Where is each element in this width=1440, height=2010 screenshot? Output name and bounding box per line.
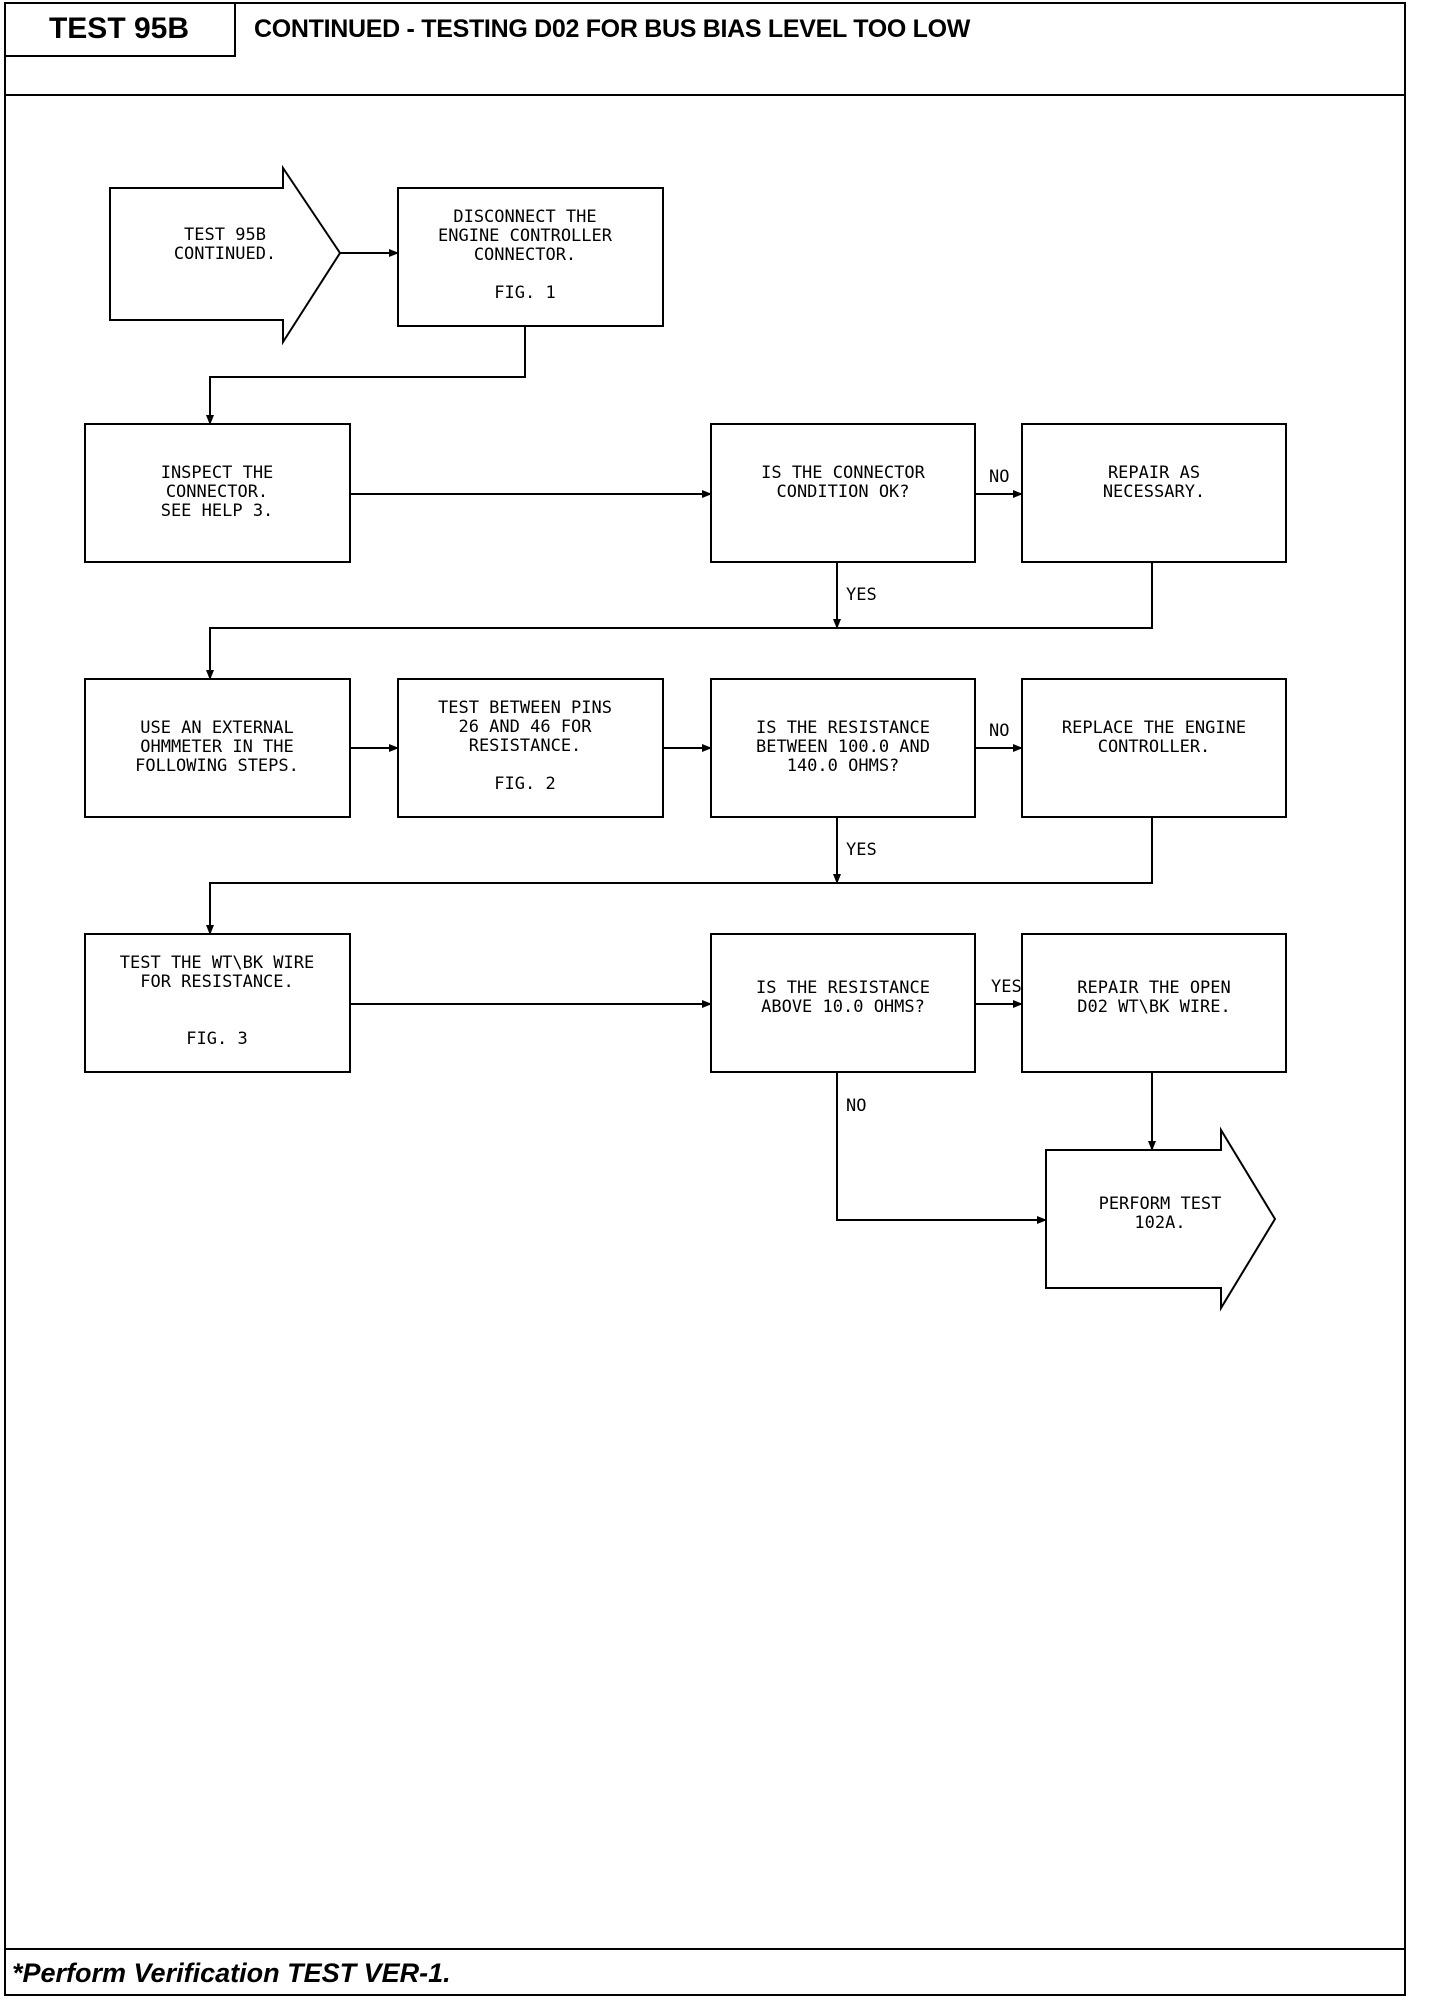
ohmmeter-box — [84, 678, 351, 818]
test-wire-box — [84, 933, 351, 1073]
page-header: TEST 95B CONTINUED - TESTING D02 FOR BUS… — [4, 2, 1406, 96]
above-yes-label: YES — [991, 977, 1022, 997]
connector-ok-line-1: IS THE CONNECTOR — [761, 463, 926, 483]
repair-box — [1021, 423, 1287, 563]
repair-line-1: REPAIR AS — [1108, 463, 1200, 483]
test-wire-line-5: FIG. 3 — [186, 1029, 247, 1049]
start-line-2: CONTINUED. — [174, 244, 276, 264]
resistance-above-line-1: IS THE RESISTANCE — [756, 978, 930, 998]
repair-open-line-2: D02 WT\BK WIRE. — [1077, 997, 1231, 1017]
perform-test-line-2: 102A. — [1134, 1213, 1185, 1233]
connector-ok-no-label: NO — [989, 467, 1009, 487]
test-id: TEST 95B — [4, 2, 236, 57]
inspect-line-1: INSPECT THE — [161, 463, 274, 483]
footer-note: *Perform Verification TEST VER-1. — [4, 1948, 1406, 1996]
edge-disconnect-to-inspect — [206, 327, 526, 425]
test-pins-line-2: 26 AND 46 FOR — [458, 717, 592, 737]
test-pins-line-5: FIG. 2 — [494, 774, 555, 794]
resistance-range-line-3: 140.0 OHMS? — [787, 756, 900, 776]
above-no-label: NO — [846, 1096, 866, 1116]
test-pins-line-1: TEST BETWEEN PINS — [438, 698, 612, 718]
repair-open-box — [1021, 933, 1287, 1073]
resistance-range-line-2: BETWEEN 100.0 AND — [756, 737, 930, 757]
ohmmeter-line-2: OHMMETER IN THE — [140, 737, 294, 757]
perform-test-arrow-shape — [1045, 1126, 1277, 1312]
test-pins-line-3: RESISTANCE. — [469, 736, 582, 756]
replace-controller-line-2: CONTROLLER. — [1098, 737, 1211, 757]
edge-repair-to-ohmmeter — [206, 562, 1153, 680]
edge-above-no — [836, 1073, 1047, 1224]
test-wire-line-1: TEST THE WT\BK WIRE — [120, 953, 314, 973]
disconnect-box — [397, 187, 664, 327]
perform-test-line-1: PERFORM TEST — [1099, 1194, 1222, 1214]
replace-controller-box — [1021, 678, 1287, 818]
test-pins-box — [397, 678, 664, 818]
disconnect-line-2: ENGINE CONTROLLER — [438, 226, 613, 246]
page-frame — [4, 2, 1406, 1996]
repair-open-line-1: REPAIR THE OPEN — [1077, 978, 1231, 998]
ohmmeter-line-1: USE AN EXTERNAL — [140, 718, 294, 738]
connector-ok-line-2: CONDITION OK? — [776, 482, 909, 502]
edge-labels: NO YES NO YES YES NO — [846, 467, 1022, 1116]
connectors — [206, 249, 1156, 1224]
range-yes-label: YES — [846, 840, 877, 860]
start-arrow-shape — [109, 164, 342, 346]
disconnect-line-3: CONNECTOR. — [474, 245, 576, 265]
edge-replace-to-test-wire — [206, 817, 1153, 935]
inspect-line-2: CONNECTOR. — [166, 482, 268, 502]
inspect-line-3: SEE HELP 3. — [161, 501, 274, 521]
connector-ok-box — [710, 423, 976, 563]
inspect-box — [84, 423, 351, 563]
disconnect-line-1: DISCONNECT THE — [453, 207, 596, 227]
ohmmeter-line-3: FOLLOWING STEPS. — [135, 756, 299, 776]
start-line-1: TEST 95B — [184, 225, 266, 245]
test-wire-line-2: FOR RESISTANCE. — [140, 972, 294, 992]
resistance-above-line-2: ABOVE 10.0 OHMS? — [761, 997, 925, 1017]
resistance-above-box — [710, 933, 976, 1073]
connector-ok-yes-label: YES — [846, 585, 877, 605]
resistance-range-box — [710, 678, 976, 818]
page-title: CONTINUED - TESTING D02 FOR BUS BIAS LEV… — [254, 15, 971, 43]
repair-line-2: NECESSARY. — [1103, 482, 1205, 502]
resistance-range-line-1: IS THE RESISTANCE — [756, 718, 930, 738]
replace-controller-line-1: REPLACE THE ENGINE — [1062, 718, 1246, 738]
range-no-label: NO — [989, 721, 1009, 741]
disconnect-line-5: FIG. 1 — [494, 283, 555, 303]
nodes — [84, 164, 1287, 1312]
